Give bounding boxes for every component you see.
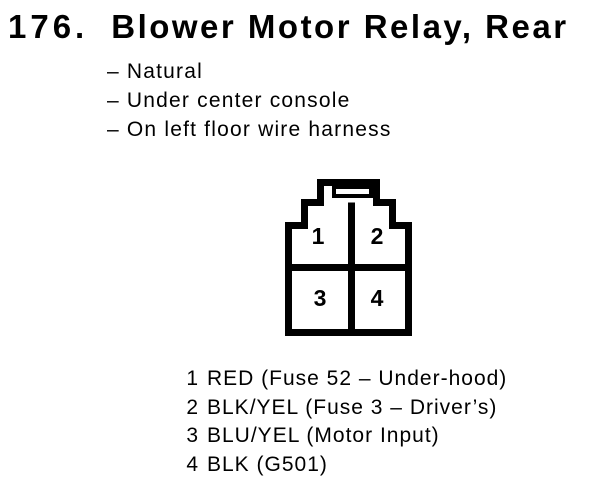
legend-pin-desc: RED (Fuse 52 – Under-hood) <box>207 367 508 390</box>
legend-pin-number: 4 <box>186 453 199 477</box>
legend-pin-desc: BLK (G501) <box>207 453 328 477</box>
figure-title: Blower Motor Relay, Rear <box>111 8 569 45</box>
pin-3-label: 3 <box>314 285 327 311</box>
latch-slot <box>332 185 373 198</box>
figure-number: 176. <box>8 8 89 45</box>
legend-row: 1 RED (Fuse 52 – Under-hood) <box>186 365 507 394</box>
detail-list: – Natural – Under center console – On le… <box>107 57 392 144</box>
detail-text: Under center console <box>126 89 351 112</box>
list-item: – Natural <box>107 57 392 86</box>
dash-bullet: – <box>107 60 120 83</box>
page-title: 176. Blower Motor Relay, Rear <box>8 8 569 46</box>
connector-diagram: 1 2 3 4 <box>281 175 417 341</box>
pin-legend: 1 RED (Fuse 52 – Under-hood) 2 BLK/YEL (… <box>186 365 507 480</box>
legend-row: 3 BLU/YEL (Motor Input) <box>186 422 507 451</box>
legend-row: 4 BLK (G501) <box>186 451 507 480</box>
legend-pin-number: 1 <box>186 367 199 390</box>
dash-bullet: – <box>107 118 120 141</box>
pin-4-label: 4 <box>371 285 384 311</box>
legend-pin-number: 3 <box>186 424 199 448</box>
list-item: – Under center console <box>107 86 392 115</box>
pin-2-label: 2 <box>371 223 384 249</box>
legend-row: 2 BLK/YEL (Fuse 3 – Driver’s) <box>186 394 507 423</box>
dash-bullet: – <box>107 89 120 112</box>
detail-text: Natural <box>126 60 203 83</box>
list-item: – On left floor wire harness <box>107 115 392 144</box>
legend-pin-number: 2 <box>186 395 199 419</box>
legend-pin-desc: BLU/YEL (Motor Input) <box>207 424 440 448</box>
legend-pin-desc: BLK/YEL (Fuse 3 – Driver’s) <box>207 395 498 419</box>
pin-1-label: 1 <box>312 223 325 249</box>
detail-text: On left floor wire harness <box>126 118 392 141</box>
